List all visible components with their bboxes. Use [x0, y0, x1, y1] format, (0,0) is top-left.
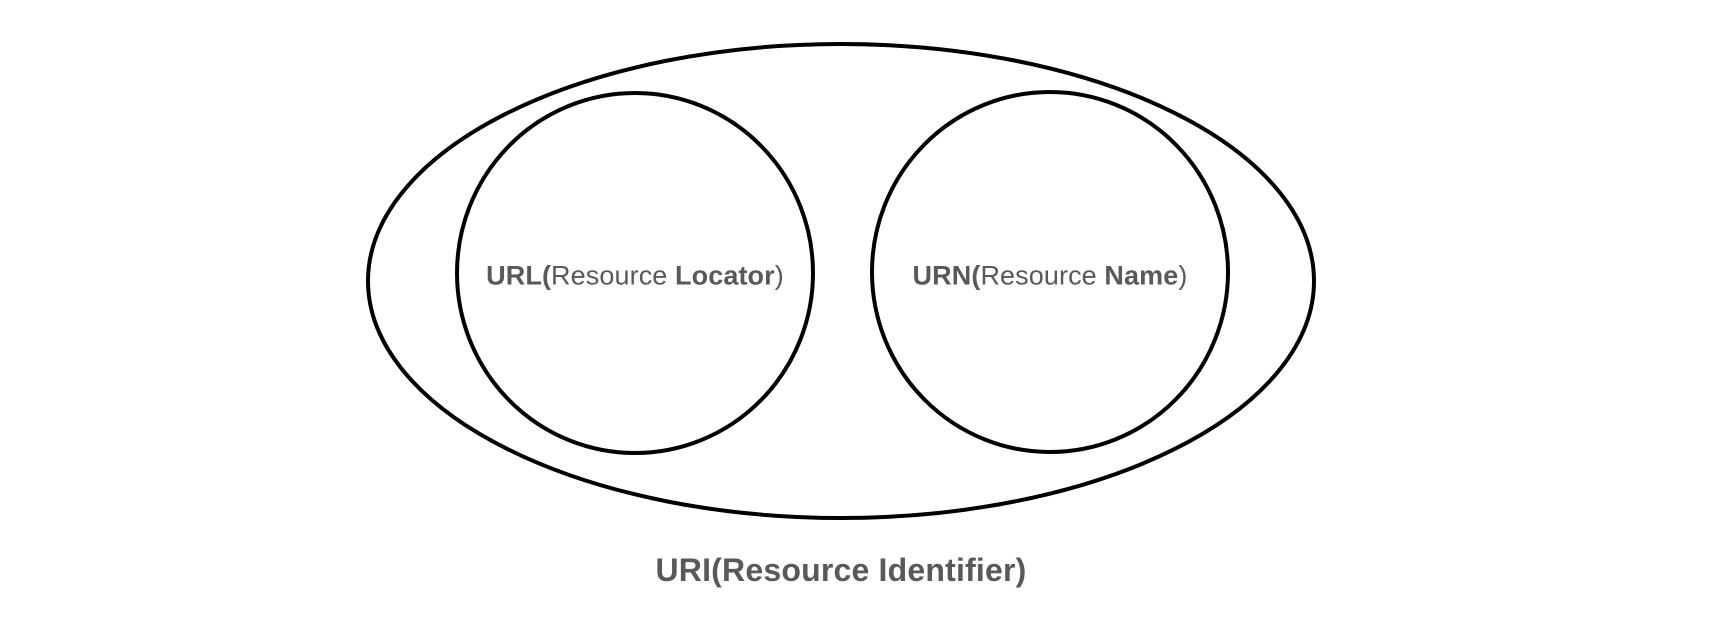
url-label: URL(Resource Locator): [486, 260, 784, 291]
url-circle: [455, 91, 815, 455]
urn-label: URN(Resource Name): [912, 260, 1188, 291]
urn-abbrev-text: URN(: [912, 260, 981, 291]
url-middle-text: Resource: [551, 260, 676, 291]
uri-caption-text: URI(Resource Identifier): [655, 552, 1027, 588]
uri-caption: URI(Resource Identifier): [655, 554, 1026, 586]
urn-close-text: ): [1178, 260, 1188, 291]
url-abbrev-text: URL(: [486, 260, 552, 291]
url-close-text: ): [774, 260, 784, 291]
urn-middle-text: Resource: [980, 260, 1105, 291]
urn-emphasis-text: Name: [1104, 260, 1179, 291]
url-emphasis-text: Locator: [675, 260, 775, 291]
urn-circle: [870, 90, 1230, 454]
uri-outer-ellipse: [366, 42, 1316, 520]
